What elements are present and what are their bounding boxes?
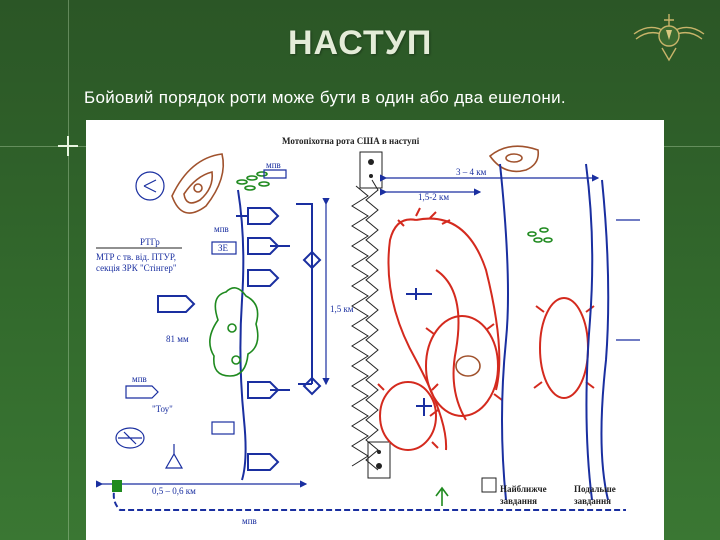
vehicle-3: [247, 269, 280, 287]
label-dist-3-4: 3 – 4 км: [456, 167, 487, 177]
label-dist-1-5: 1,5 км: [330, 304, 354, 314]
label-immediate-task-2: завдання: [500, 496, 537, 506]
label-further-task-1: Подальше: [574, 484, 616, 494]
barbed-wire-line: [351, 179, 379, 471]
objective-loop-lower: [377, 381, 439, 451]
vehicle-1: [236, 207, 280, 225]
air-defense-icon: [115, 427, 145, 449]
enemy-box-top: [359, 151, 383, 189]
label-mtr-line1: МТР с тв. від. ПТУР,: [96, 252, 176, 262]
diagram-heading: Мотопіхотна рота США в наступі: [282, 136, 420, 146]
label-immediate-task-1: Найближче: [500, 484, 547, 494]
military-emblem-icon: [633, 14, 705, 62]
label-mpv-lower: мпв: [132, 374, 147, 384]
legend-box-icon: [481, 477, 497, 493]
label-mpv-top: мпв: [266, 160, 281, 170]
vehicle-mid-arrow: [157, 295, 196, 313]
decor-vertical-line: [68, 0, 69, 540]
attack-arrow-red: [387, 207, 501, 451]
label-mortar: 81 мм: [166, 334, 189, 344]
label-rtgr: РТГр: [140, 237, 160, 247]
small-box-icon: [211, 421, 235, 435]
label-mpv-bottom: мпв: [242, 516, 257, 526]
vehicle-5: [247, 453, 280, 471]
objective-loop-right: [533, 297, 595, 399]
slide-title: НАСТУП: [288, 24, 433, 62]
enemy-position-right: [488, 145, 540, 173]
decor-cross-icon: [58, 136, 78, 156]
mortar-position-green: [209, 287, 259, 377]
label-dist-0-5-0-6: 0,5 – 0,6 км: [152, 486, 196, 496]
green-dots-top: [236, 171, 270, 191]
enemy-box-bottom: [367, 441, 391, 479]
vehicle-4: [247, 381, 290, 399]
slide-subtitle: Бойовий порядок роти може бути в один аб…: [84, 88, 566, 107]
battle-order-diagram: .lbl { font-family:"Liberation Serif", s…: [86, 120, 664, 540]
bottom-left-marker: [112, 480, 122, 492]
mortar-tripod-icon: [164, 444, 184, 469]
label-further-task-2: завдання: [574, 496, 611, 506]
observation-post-icon: [135, 171, 165, 201]
svg-text:ЗЕ: ЗЕ: [218, 243, 229, 253]
label-mtr-line2: секція ЗРК "Стінгер": [96, 263, 177, 273]
objective-loop-center: [425, 315, 503, 417]
label-dist-1-5-2: 1,5-2 км: [418, 192, 449, 202]
label-mpv-left: мпв: [214, 224, 229, 234]
vehicle-2: [247, 237, 290, 255]
green-dots-right: [527, 227, 553, 243]
enemy-position-left: [171, 153, 225, 214]
bottom-arrow-marker: [435, 486, 449, 506]
atgm-box: ЗЕ: [211, 241, 237, 255]
label-tow: "Тоу": [152, 404, 173, 414]
